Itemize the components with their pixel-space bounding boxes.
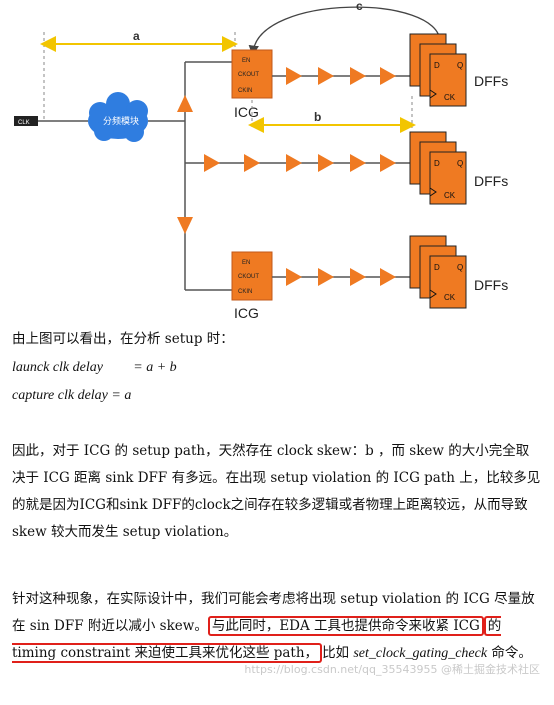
buffers-row2 bbox=[204, 154, 396, 172]
svg-text:CKOUT: CKOUT bbox=[238, 72, 259, 78]
svg-text:Q: Q bbox=[457, 159, 463, 168]
dffs-label-2: DFFs bbox=[474, 173, 508, 189]
path-c: c bbox=[248, 0, 441, 56]
label-c: c bbox=[356, 0, 363, 13]
intro-line: 由上图可以看出，在分析 setup 时： bbox=[12, 331, 234, 347]
svg-text:CK: CK bbox=[444, 191, 456, 200]
command-name: set_clock_gating_check bbox=[353, 646, 488, 661]
svg-text:Q: Q bbox=[457, 263, 463, 272]
svg-text:Q: Q bbox=[457, 61, 463, 70]
cloud-label: 分频模块 bbox=[103, 115, 139, 127]
clk-label: CLK bbox=[18, 120, 30, 126]
svg-text:CKOUT: CKOUT bbox=[238, 274, 259, 280]
buffer-up bbox=[177, 95, 193, 112]
clock-gating-diagram: a c CLK 分频模块 EN CKOUT CKIN ICG EN CKOUT bbox=[14, 0, 508, 321]
watermark: https://blog.csdn.net/qq_35543955 @稀土掘金技… bbox=[244, 663, 540, 676]
label-a: a bbox=[133, 29, 140, 43]
launch-delay-line: launck clk delay = a + b bbox=[12, 354, 542, 381]
svg-text:EN: EN bbox=[242, 260, 250, 266]
capture-delay-line: capture clk delay = a bbox=[12, 388, 132, 403]
svg-text:D: D bbox=[434, 263, 440, 272]
svg-text:CK: CK bbox=[444, 93, 456, 102]
highlight-1: 与此同时，EDA 工具也提供命令来收紧 ICG bbox=[207, 616, 484, 636]
dff-group-2: D Q CK DFFs bbox=[409, 131, 508, 205]
paragraph-1: 因此，对于 ICG 的 setup path，天然存在 clock skew：b… bbox=[12, 443, 541, 540]
svg-text:D: D bbox=[434, 61, 440, 70]
svg-text:CKIN: CKIN bbox=[238, 289, 252, 295]
dffs-label-1: DFFs bbox=[474, 73, 508, 89]
p2-middle: 比如 bbox=[322, 645, 354, 661]
icg-top-label: ICG bbox=[234, 104, 259, 120]
label-b: b bbox=[314, 110, 321, 124]
p2-start: 针对这种现象，在实际设计中，我们可能会考虑将出现 setup violation… bbox=[12, 591, 535, 634]
divider-cloud: 分频模块 bbox=[88, 92, 148, 142]
dffs-label-3: DFFs bbox=[474, 277, 508, 293]
dimension-b: b bbox=[248, 96, 416, 133]
icg-bottom-label: ICG bbox=[234, 305, 259, 321]
launch-value: = a + b bbox=[133, 360, 177, 375]
buffer-down bbox=[177, 217, 193, 234]
highlight-2: 的 timing constraint 来迫使工具来优化这些 path， bbox=[12, 616, 502, 663]
buffers-row3 bbox=[286, 268, 396, 286]
svg-text:EN: EN bbox=[242, 58, 250, 64]
launch-label: launck clk delay bbox=[12, 360, 103, 375]
paragraph-2: 针对这种现象，在实际设计中，我们可能会考虑将出现 setup violation… bbox=[12, 586, 542, 667]
p2-end: 命令。 bbox=[487, 645, 532, 661]
svg-text:CK: CK bbox=[444, 293, 456, 302]
dff-group-3: D Q CK DFFs bbox=[409, 235, 508, 309]
icg-bottom: EN CKOUT CKIN ICG bbox=[231, 251, 273, 321]
icg-top: EN CKOUT CKIN ICG bbox=[231, 49, 273, 120]
dff-group-1: D Q CK DFFs bbox=[409, 33, 508, 107]
svg-text:CKIN: CKIN bbox=[238, 88, 252, 94]
buffers-row1 bbox=[286, 67, 396, 85]
svg-text:D: D bbox=[434, 159, 440, 168]
dimension-a: a bbox=[40, 29, 238, 120]
clk-box bbox=[14, 116, 38, 126]
